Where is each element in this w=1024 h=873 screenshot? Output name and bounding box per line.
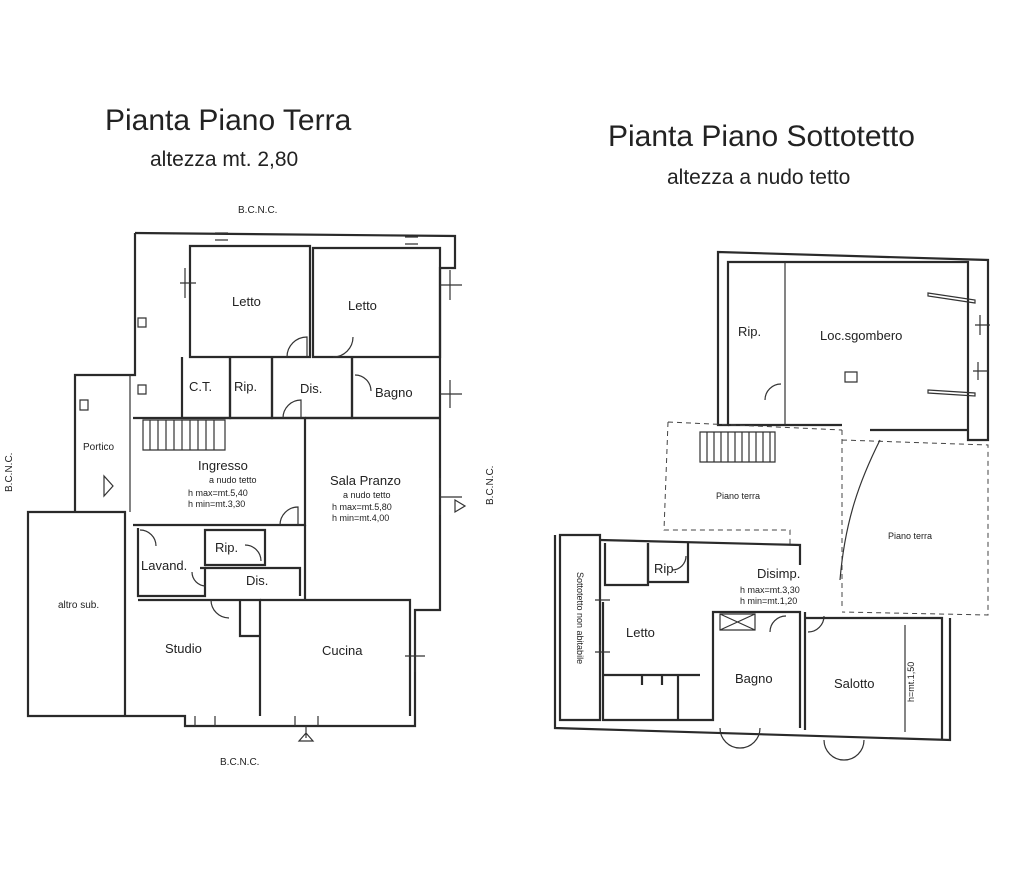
attic-room-letto: Letto xyxy=(626,625,655,640)
ground-floor-title: Pianta Piano Terra xyxy=(105,104,352,137)
room-studio: Studio xyxy=(165,641,202,656)
attic-piano-terra-1: Piano terra xyxy=(716,491,760,501)
room-letto-1: Letto xyxy=(232,294,261,309)
room-rip-1: Rip. xyxy=(234,379,257,394)
attic-room-bagno: Bagno xyxy=(735,671,773,686)
stairs-attic xyxy=(699,431,776,463)
room-dis-1: Dis. xyxy=(300,381,322,396)
disimp-hmax: h max=mt.3,30 xyxy=(740,585,800,595)
room-letto-2: Letto xyxy=(348,298,377,313)
ingresso-hmax: h max=mt.5,40 xyxy=(188,488,248,498)
ground-floor-walls xyxy=(26,231,467,742)
room-bagno: Bagno xyxy=(375,385,413,400)
attic-sottotetto-label: Sottotetto non abitabile xyxy=(575,572,585,664)
attic-floor-walls xyxy=(553,250,990,761)
room-lavand: Lavand. xyxy=(141,558,187,573)
ground-floor-subtitle: altezza mt. 2,80 xyxy=(150,148,298,171)
attic-floor-subtitle: altezza a nudo tetto xyxy=(667,166,850,189)
attic-piano-terra-2: Piano terra xyxy=(888,531,932,541)
sala-hmin: h min=mt.4,00 xyxy=(332,513,389,523)
attic-floor-title: Pianta Piano Sottotetto xyxy=(608,120,915,153)
room-cucina: Cucina xyxy=(322,643,363,658)
disimp-hmin: h min=mt.1,20 xyxy=(740,596,797,606)
room-altro-sub: altro sub. xyxy=(58,600,99,611)
room-ingresso: Ingresso xyxy=(198,458,248,473)
ingresso-hmin: h min=mt.3,30 xyxy=(188,499,245,509)
bcnc-right-label: B.C.N.C. xyxy=(485,466,496,505)
salotto-height-label: h=mt.1,50 xyxy=(906,662,916,702)
attic-room-rip-1: Rip. xyxy=(738,324,761,339)
room-portico: Portico xyxy=(83,442,115,453)
stairs-ground xyxy=(142,419,226,451)
bcnc-top-label: B.C.N.C. xyxy=(238,205,277,216)
sala-hmax: h max=mt.5,80 xyxy=(332,502,392,512)
room-ct: C.T. xyxy=(189,379,212,394)
room-dis-2: Dis. xyxy=(246,573,268,588)
room-rip-2: Rip. xyxy=(215,540,238,555)
sala-note: a nudo tetto xyxy=(343,490,391,500)
attic-room-disimp: Disimp. xyxy=(757,566,800,581)
ingresso-note: a nudo tetto xyxy=(209,475,257,485)
attic-room-loc-sgombero: Loc.sgombero xyxy=(820,328,902,343)
attic-room-rip-2: Rip. xyxy=(654,561,677,576)
attic-room-salotto: Salotto xyxy=(834,676,874,691)
bcnc-bottom-label: B.C.N.C. xyxy=(220,757,259,768)
bcnc-left-label: B.C.N.C. xyxy=(4,453,15,492)
room-sala-pranzo: Sala Pranzo xyxy=(330,473,401,488)
